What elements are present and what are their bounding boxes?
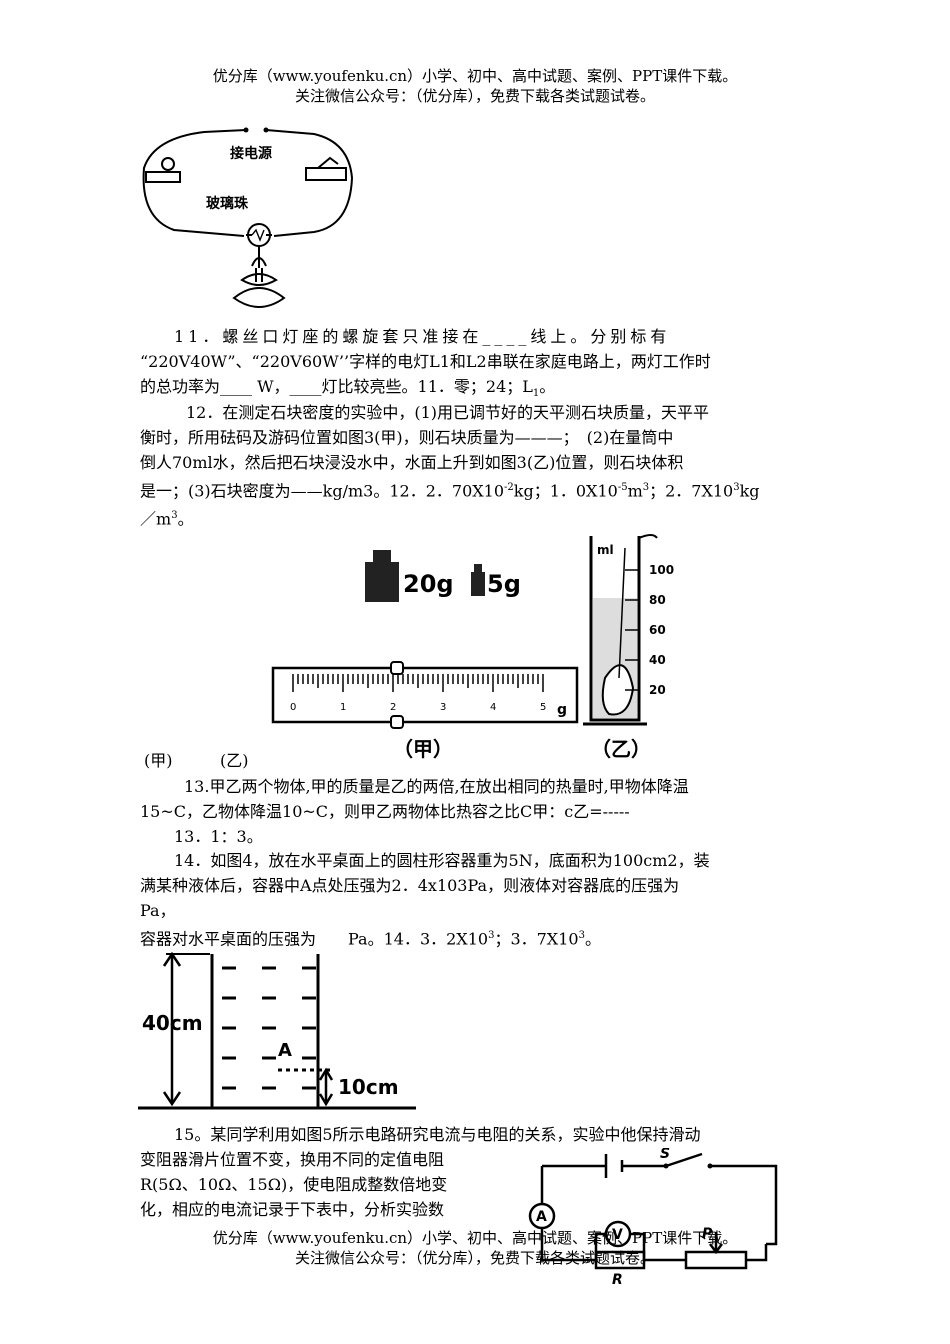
ruler-unit: g <box>557 702 567 718</box>
q13-line-1: 13.甲乙两个物体,甲的质量是乙的两倍,在放出相同的热量时,甲物体降温 <box>184 777 689 796</box>
cylinder-tick-label: 40 <box>649 653 666 667</box>
q12-line-1: 12．在测定石块密度的实验中，(1)用已调节好的天平测石块质量，天平平 <box>186 403 710 422</box>
caption-jia: （甲） <box>393 737 453 761</box>
cylinder-tick-label: 100 <box>649 563 674 577</box>
q15-line-2: 变阻器滑片位置不变，换用不同的定值电阻 <box>140 1150 445 1169</box>
q12-line-4d: ；2．7X10 <box>649 481 734 501</box>
glass-bead-label: 玻璃珠 <box>206 195 249 212</box>
q12-line-3: 倒人70ml水，然后把石块浸没水中，水面上升到如图3(乙)位置，则石块体积 <box>140 453 684 472</box>
ruler-tick-label: 1 <box>340 702 346 713</box>
weight-20g-icon <box>365 550 399 602</box>
fig3-side-label-jia: (甲) <box>144 751 173 770</box>
ruler-tick-label: 4 <box>490 702 496 713</box>
cylinder-unit: ml <box>597 543 614 557</box>
weight-5g-icon <box>471 564 485 596</box>
footer-line-2: 关注微信公众号：（优分库），免费下载各类试题试卷。 <box>294 1249 655 1267</box>
cylinder-tick-label: 60 <box>649 623 666 637</box>
depth-label: 10cm <box>338 1075 399 1099</box>
q11-line-3-end: 。 <box>539 377 556 396</box>
q12-line-2: 衡时，所用砝码及游码位置如图3(甲)，则石块质量为———； (2)在量筒中 <box>140 428 674 447</box>
question-14: 14．如图4，放在水平桌面上的圆柱形容器重为5N，底面积为100cm2，装 满某… <box>140 848 810 951</box>
figure-5-circuit: S A V P R <box>528 1148 778 1288</box>
footer-line-1: 优分库（www.youfenku.cn）小学、初中、高中试题、案例、PPT课件下… <box>212 1229 738 1247</box>
figure-4-container: 40cm A 10cm <box>138 951 416 1110</box>
fig3-side-label-yi: (乙) <box>220 751 249 770</box>
q14-line-4a: 容器对水平桌面的压强为 Pa。14．3．2X10 <box>140 929 489 949</box>
q14-sup-1: 3 <box>488 930 495 941</box>
q15-line-4: 化，相应的电流记录于下表中，分析实验数 <box>140 1200 445 1219</box>
graduated-cylinder: ml 100 80 60 40 20 <box>583 534 674 726</box>
q11-line-3-text: 的总功率为____ W，____灯比较亮些。11．零；24；L <box>140 377 533 396</box>
question-15: 15。某同学利用如图5所示电路研究电流与电阻的关系，实验中他保持滑动 <box>140 1122 810 1147</box>
question-11: 11．螺丝口灯座的螺旋套只准接在____线上。分别标有 “220V40W”、“2… <box>140 324 810 406</box>
point-a-label: A <box>278 1040 292 1061</box>
slider-label: P <box>702 1226 713 1242</box>
q14-line-3: Pa， <box>140 901 176 920</box>
ruler-tick-label: 0 <box>290 702 296 713</box>
glass-bead-circuit-figure: 接电源 玻璃珠 <box>142 127 354 308</box>
ruler-tick-label: 3 <box>440 702 446 713</box>
q14-line-4: 容器对水平桌面的压强为 Pa。14．3．2X103；3．7X103。 <box>140 923 810 951</box>
header-line-2: 关注微信公众号：（优分库），免费下载各类试题试卷。 <box>294 87 655 105</box>
ruler-tick-label: 2 <box>390 702 396 713</box>
q14-line-4b: ；3．7X10 <box>494 929 579 949</box>
power-label: 接电源 <box>230 145 272 162</box>
switch-label: S <box>660 1148 670 1162</box>
q12-line-4e: kg <box>739 481 760 501</box>
cylinder-tick-label: 20 <box>649 683 666 697</box>
caption-yi: （乙） <box>591 737 651 761</box>
q11-line-1: 11．螺丝口灯座的螺旋套只准接在____线上。分别标有 <box>174 327 671 346</box>
q13-line-2: 15~C，乙物体降温10~C，则甲乙两物体比热容之比C甲：c乙=----- <box>140 802 630 821</box>
q13-answer: 13．1：3。 <box>174 827 263 846</box>
cylinder-tick-label: 80 <box>649 593 666 607</box>
q12-sup-4: 3 <box>733 482 740 493</box>
q12-line-5a: ／m <box>140 509 172 529</box>
q15-line-1: 15。某同学利用如图5所示电路研究电流与电阻的关系，实验中他保持滑动 <box>174 1125 701 1144</box>
q12-line-5b: 。 <box>177 509 194 529</box>
question-12: 12．在测定石块密度的实验中，(1)用已调节好的天平测石块质量，天平平 衡时，所… <box>140 400 810 532</box>
q14-line-1: 14．如图4，放在水平桌面上的圆柱形容器重为5N，底面积为100cm2，装 <box>174 851 710 870</box>
q14-line-4c: 。 <box>584 929 601 949</box>
ammeter-label: A <box>536 1209 547 1225</box>
ruler-tick-label: 5 <box>540 702 546 713</box>
q12-line-5: ／m3。 <box>140 503 810 531</box>
q11-subscript: 1 <box>532 388 540 400</box>
q14-sup-2: 3 <box>578 930 585 941</box>
q12-line-4c: m <box>627 481 643 501</box>
weight-5g-label: 5g <box>487 570 521 598</box>
figure-3-balance-and-cylinder: 20g 5g 0 1 2 3 4 5 g ml 100 80 60 40 20 （甲） （乙） <box>271 534 674 761</box>
q12-line-4: 是一；(3)石块密度为——kg/m3。12．2．70X10-2kg；1．0X10… <box>140 475 810 503</box>
q11-line-2: “220V40W”、“220V60W’’字样的电灯L1和L2串联在家庭电路上，两… <box>140 352 711 371</box>
q12-line-4b: kg；1．0X10 <box>513 481 618 501</box>
q12-sup-1: -2 <box>504 482 514 493</box>
height-label: 40cm <box>142 1011 203 1035</box>
header-line-1: 优分库（www.youfenku.cn）小学、初中、高中试题、案例、PPT课件下… <box>212 67 738 85</box>
resistor-label: R <box>612 1272 623 1288</box>
q15-line-3: R(5Ω、10Ω、15Ω)，使电阻成整数倍地变 <box>140 1175 448 1194</box>
balance-ruler: 0 1 2 3 4 5 g <box>271 661 579 729</box>
q12-sup-3: 3 <box>642 482 650 493</box>
q11-line-3: 的总功率为____ W，____灯比较亮些。11．零；24；L1。 <box>140 374 810 406</box>
q12-sup-5: 3 <box>171 510 178 522</box>
question-13: 13.甲乙两个物体,甲的质量是乙的两倍,在放出相同的热量时,甲物体降温 15~C… <box>140 774 810 849</box>
q12-sup-2: -5 <box>617 482 628 493</box>
q12-line-4a: 是一；(3)石块密度为——kg/m3。12．2．70X10 <box>140 481 504 501</box>
weight-20g-label: 20g <box>403 570 454 598</box>
voltmeter-label: V <box>612 1227 623 1243</box>
q14-line-2: 满某种液体后，容器中A点处压强为2．4x103Pa，则液体对容器底的压强为 <box>140 876 680 895</box>
